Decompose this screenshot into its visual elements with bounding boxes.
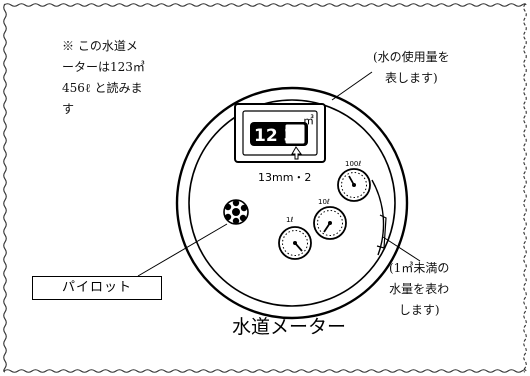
dial-1l-label: 1ℓ [286, 216, 293, 224]
diagram-title: 水道メーター [232, 316, 347, 338]
dial-100l [337, 168, 371, 202]
counter-unit: ㎥ [303, 114, 314, 127]
reading-example-note: ※ この水道メ ーターは123㎥ 456ℓ と読みま す [62, 36, 145, 120]
callout-line: (1㎥未満の [389, 261, 450, 275]
note-line: す [62, 102, 75, 116]
note-line: ※ この水道メ [62, 39, 138, 53]
leader-line-dials [382, 236, 421, 262]
leader-line-counter [331, 71, 373, 101]
meter-inner-arc [371, 179, 385, 256]
meter-side-tab [376, 214, 387, 249]
note-line: 456ℓ と読みま [62, 81, 143, 95]
dial-1l [278, 226, 312, 260]
callout-line: 水量を表わ [389, 282, 450, 296]
pilot-star-icon [223, 199, 249, 225]
dials-callout: (1㎥未満の 水量を表わ します) [389, 258, 449, 321]
meter-size-label: 13mm・2 [258, 171, 311, 184]
counter-digits: 12 3 [254, 126, 295, 146]
callout-line: 表します) [385, 71, 438, 85]
pilot-label: パイロット [32, 276, 162, 300]
dial-10l [313, 206, 347, 240]
note-line: ーターは123㎥ [62, 60, 145, 74]
leader-line-pilot [137, 223, 228, 277]
callout-line: (水の使用量を [373, 50, 450, 64]
dial-100l-label: 100ℓ [345, 160, 361, 168]
counter-last-digit-box [284, 123, 306, 145]
meter-inner-face [188, 99, 396, 307]
counter-callout: (水の使用量を 表します) [373, 47, 450, 89]
dial-10l-label: 10ℓ [318, 198, 330, 206]
counter-pointer-arrow [291, 146, 302, 160]
meter-outer-rim [175, 86, 409, 320]
callout-line: します) [398, 303, 440, 317]
